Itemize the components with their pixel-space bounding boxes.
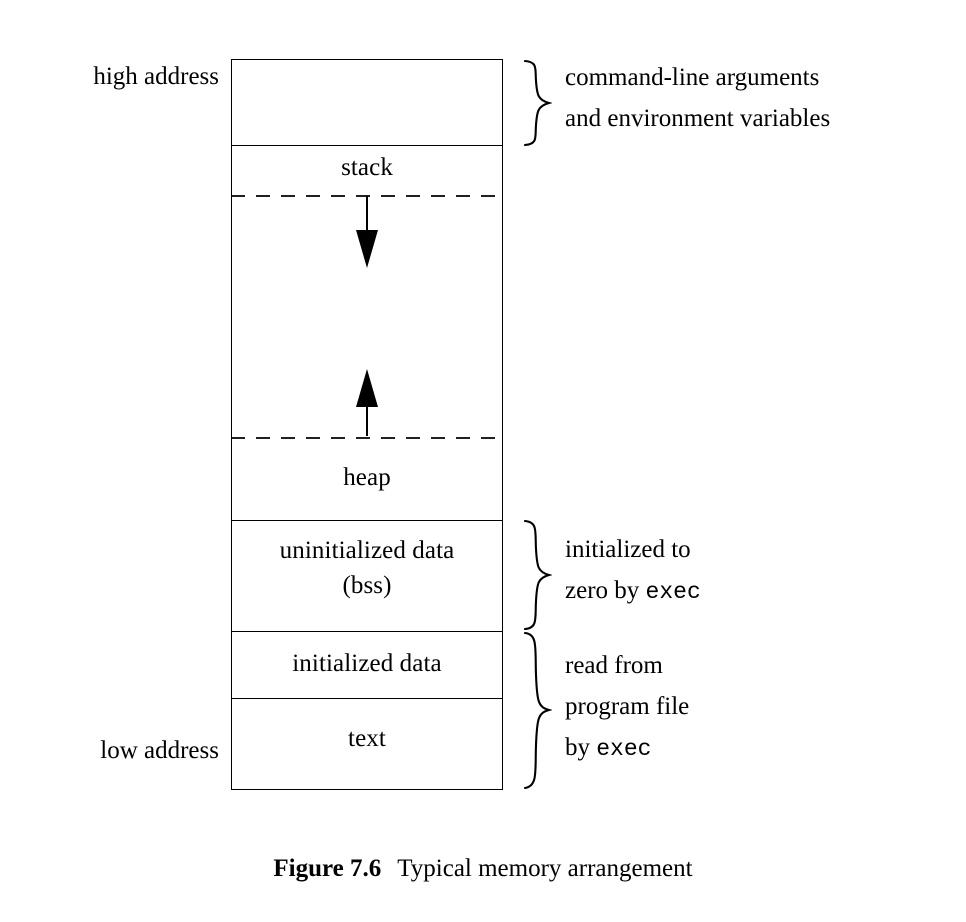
low-address-label: low address: [100, 737, 219, 764]
memory-column: [231, 59, 503, 790]
divider-bss-data: [231, 631, 503, 632]
divider-data-text: [231, 698, 503, 699]
high-address-label: high address: [93, 63, 219, 90]
annotation-line-with-code: by exec: [565, 729, 651, 768]
segment-label-bss: (bss): [342, 572, 392, 599]
figure-caption: Figure 7.6 Typical memory arrangement: [0, 855, 966, 883]
annotation-line: and environment variables: [565, 105, 831, 132]
annotation-text: zero by: [565, 577, 646, 604]
annotation-line: read from: [565, 652, 663, 679]
annotation-line-with-code: zero by exec: [565, 572, 701, 611]
segment-label-stack: stack: [341, 154, 393, 181]
exec-code-literal: exec: [596, 736, 652, 762]
annotation-line: command-line arguments: [565, 64, 820, 91]
exec-code-literal: exec: [645, 579, 701, 605]
segment-label-initialized-data: initialized data: [292, 650, 442, 677]
brace-icon: [523, 59, 552, 147]
brace-icon: [523, 519, 552, 631]
annotation-line: initialized to: [565, 536, 691, 563]
figure-title: Typical memory arrangement: [397, 855, 693, 882]
segment-label-uninitialized-data: uninitialized data: [279, 537, 455, 564]
figure-number: Figure 7.6: [273, 855, 382, 882]
divider-heap-bss: [231, 520, 503, 521]
divider-args-stack: [231, 145, 503, 146]
segment-label-heap: heap: [343, 464, 391, 491]
brace-icon: [523, 631, 552, 790]
segment-label-text: text: [348, 725, 386, 752]
annotation-text: by: [565, 734, 597, 761]
annotation-line: program file: [565, 693, 690, 720]
